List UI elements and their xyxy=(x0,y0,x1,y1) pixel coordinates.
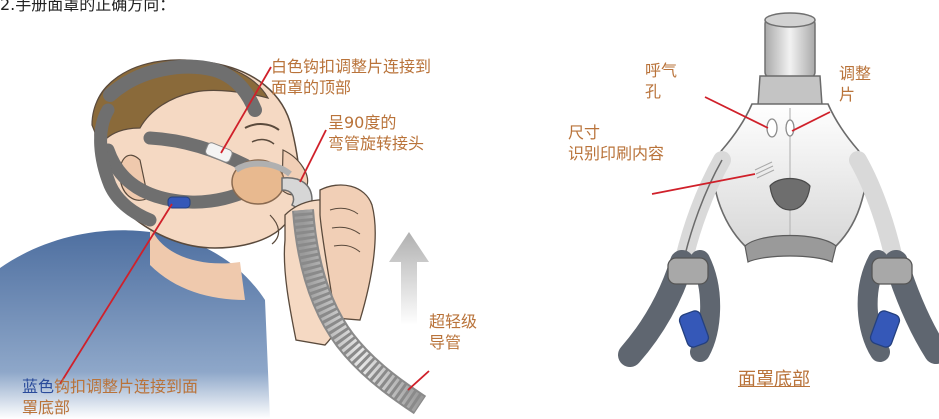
label-blue-clip-rest: 钩扣调整片连接到面 xyxy=(54,377,199,396)
leader-size xyxy=(651,173,756,195)
label-white-clip: 白色钩扣调整片连接到 面罩的顶部 xyxy=(271,56,431,98)
label-adjustment-tab: 调整 片 xyxy=(839,63,871,105)
label-vent-line2: 孔 xyxy=(645,82,662,101)
label-elbow-line1: 呈90度的 xyxy=(328,113,397,132)
label-blue-clip-line1: 蓝色钩扣调整片连接到面 xyxy=(22,376,198,397)
left-blue-clip xyxy=(678,310,710,348)
label-blue-clip: 蓝色钩扣调整片连接到面 罩底部 xyxy=(22,376,198,418)
label-size-print: 尺寸 识别印刷内容 xyxy=(568,122,664,164)
label-blue-clip-line2: 罩底部 xyxy=(22,398,71,417)
right-hand xyxy=(319,184,376,321)
tube-inner xyxy=(294,209,425,413)
neck xyxy=(150,225,245,300)
mask-frame xyxy=(234,160,292,177)
tube-opening xyxy=(764,12,816,28)
right-blue-clip xyxy=(869,310,901,348)
leader-blue-clip xyxy=(59,203,173,385)
eye xyxy=(251,138,275,145)
label-size-line1: 尺寸 xyxy=(568,123,601,142)
right-clip-grey xyxy=(871,257,913,285)
swivel xyxy=(757,75,823,106)
caption-mask-bottom: 面罩底部 xyxy=(738,369,810,390)
label-white-clip-line1: 白色钩扣调整片连接到 xyxy=(271,57,432,76)
label-tube: 超轻级 导管 xyxy=(429,311,477,353)
cushion-base xyxy=(744,234,837,263)
label-tube-line2: 导管 xyxy=(429,333,462,352)
leader-elbow xyxy=(299,129,327,183)
label-exhalation-vent: 呼气 孔 xyxy=(645,60,677,102)
headgear-upper-strap xyxy=(143,131,252,172)
leader-white-clip xyxy=(220,66,272,154)
label-elbow: 呈90度的 弯管旋转接头 xyxy=(328,112,424,154)
label-vent-line1: 呼气 xyxy=(645,61,678,80)
label-adjust-line2: 片 xyxy=(839,85,856,104)
nasal-opening xyxy=(769,177,811,211)
label-adjust-line1: 调整 xyxy=(839,64,872,83)
leader-vent xyxy=(704,96,769,129)
headgear-back-strap xyxy=(94,103,157,227)
blue-clip xyxy=(167,196,191,209)
label-elbow-line2: 弯管旋转接头 xyxy=(328,134,425,153)
step-instruction: 2.手册面罩的正确方向： xyxy=(0,0,176,14)
label-tube-line1: 超轻级 xyxy=(429,312,478,331)
white-clip xyxy=(205,142,233,163)
adjustment-tab xyxy=(785,119,795,137)
left-clip-grey xyxy=(667,257,709,285)
label-size-line2: 识别印刷内容 xyxy=(568,144,665,163)
eyebrow xyxy=(244,123,280,131)
label-blue-word: 蓝色 xyxy=(22,377,55,396)
chin xyxy=(269,214,280,245)
upward-arrow xyxy=(389,232,429,325)
exhalation-vent xyxy=(766,118,778,138)
leader-tube xyxy=(407,370,430,391)
finger-lines xyxy=(329,207,361,253)
headgear-top-strap xyxy=(103,59,262,117)
size-print xyxy=(754,161,775,179)
leader-adjust xyxy=(791,111,831,132)
label-white-clip-line2: 面罩的顶部 xyxy=(271,78,352,97)
